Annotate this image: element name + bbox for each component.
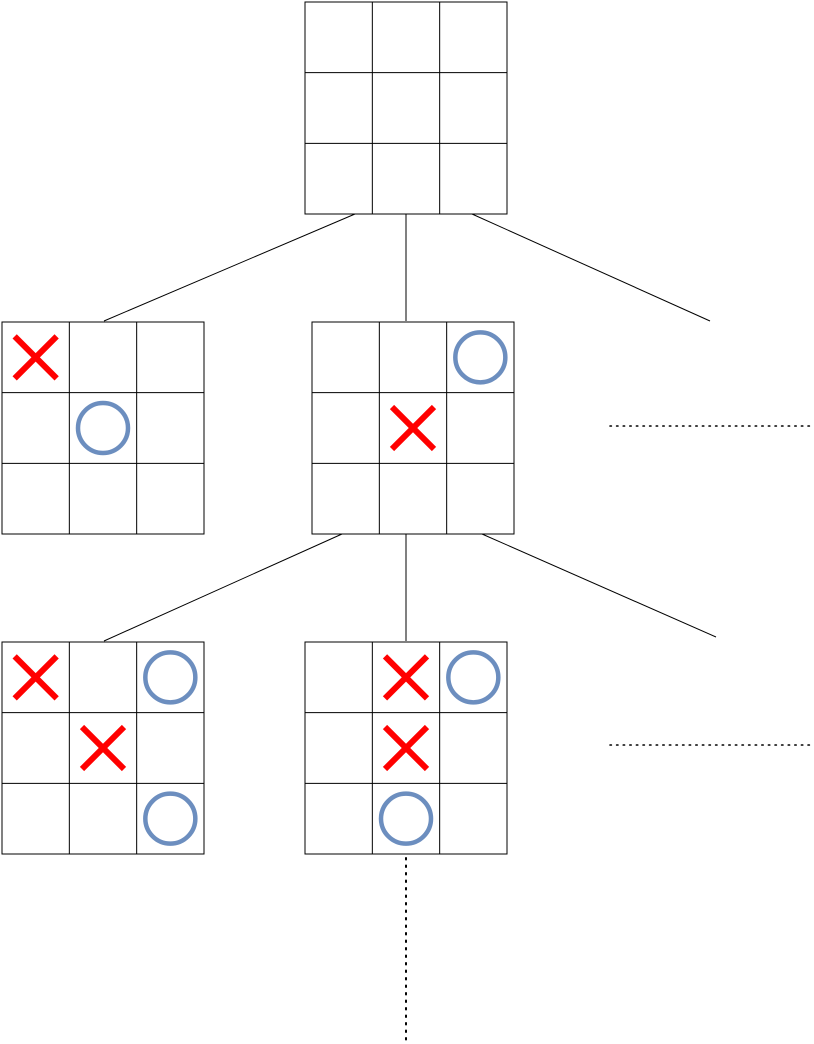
o-mark — [75, 400, 131, 456]
board-level2-middle — [304, 641, 508, 855]
x-mark — [382, 654, 430, 701]
x-mark — [79, 724, 127, 772]
x-mark — [382, 724, 430, 772]
x-stroke — [382, 654, 430, 701]
o-mark — [143, 791, 198, 846]
x-mark — [12, 334, 59, 381]
o-mark — [378, 791, 434, 846]
boards-layer — [1, 1, 515, 855]
board-level1-middle — [311, 321, 515, 535]
board-level2-left — [1, 641, 205, 855]
o-mark — [143, 650, 198, 705]
o-mark — [446, 650, 501, 705]
edge-root-to-level1-left — [103, 213, 356, 322]
board-level1-left — [1, 321, 205, 535]
x-stroke — [389, 404, 437, 452]
edge-root-to-level1-right-omitted — [471, 213, 711, 322]
board-root — [304, 1, 508, 215]
edges-layer — [103, 213, 717, 1041]
x-stroke — [12, 334, 59, 381]
ellipsis-layer — [609, 425, 813, 746]
edge-level1-middle-to-level2-right-omitted — [481, 533, 717, 638]
board-frame — [304, 1, 508, 215]
x-mark — [389, 404, 437, 452]
o-mark — [453, 330, 508, 385]
x-mark — [12, 654, 59, 701]
edge-level1-middle-to-level2-left — [103, 533, 343, 642]
x-stroke — [382, 724, 430, 772]
x-stroke — [12, 654, 59, 701]
x-stroke — [79, 724, 127, 772]
